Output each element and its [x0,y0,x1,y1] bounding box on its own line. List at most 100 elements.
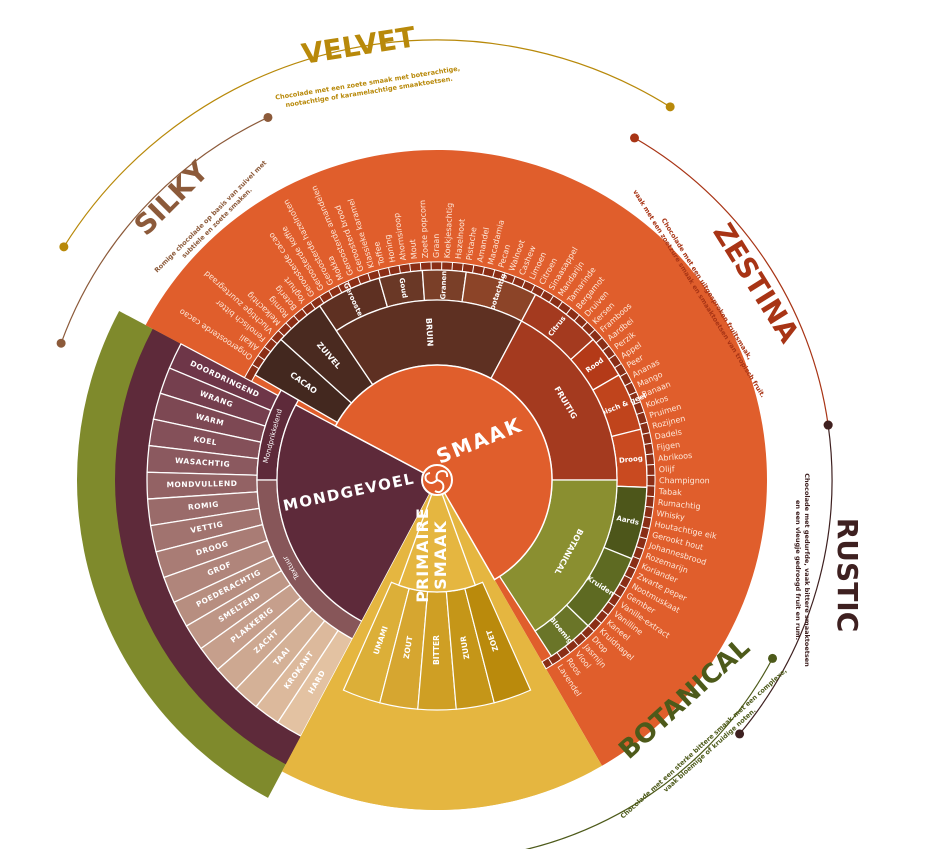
tick-mark [539,289,545,298]
tick-mark [643,516,652,519]
tick-mark [319,296,325,304]
tick-mark [639,421,648,425]
tick-mark [636,411,645,415]
profile-arc-endpoint [823,420,833,430]
profile-description: en een vleugje gedroogd fruit en rum. [794,500,802,640]
tick-mark [608,354,616,360]
flavor-label: Fijgen [656,440,681,452]
tick-mark [601,609,609,616]
tick-mark [619,372,628,378]
tick-mark [556,652,562,660]
tick-mark [511,276,516,285]
tick-mark [587,625,595,632]
tick-mark [451,262,454,271]
flavor-label: Champignon [659,476,710,485]
tick-mark [251,364,260,370]
tick-mark [388,267,391,276]
mondgevoel-item-label: KOEL [193,434,218,447]
tick-mark [594,617,602,624]
tick-mark [310,302,316,310]
tick-mark [409,263,412,272]
tick-mark [377,269,381,278]
tick-mark [645,453,654,456]
tick-mark [471,265,475,274]
flavor-label: Whisky [656,509,686,522]
flavor-label: Zoete popcorn [418,200,430,259]
tick-mark [580,632,587,640]
mondgevoel-item-label: MONDVULLEND [166,479,237,489]
tick-mark [357,276,362,285]
tick-mark [337,285,343,294]
tick-mark [557,301,563,309]
tick-mark [645,505,654,508]
tick-mark [641,526,650,529]
smaak-subcategory-label: Droog [619,454,644,464]
tick-mark [461,263,464,272]
primaire-item-label: ZUUR [458,635,471,660]
tick-mark [482,267,485,276]
flavor-label: Koekjesachtig [443,203,455,259]
smaak-subcategory-label: Granen [439,271,448,300]
tick-mark [367,273,371,282]
flavor-label: Abrikoos [658,451,693,463]
tick-mark [632,555,641,560]
mondgevoel-item-label: WASACHTIG [175,456,231,469]
tick-mark [398,265,401,274]
flavor-label: Mout [408,239,419,260]
tick-mark [564,645,571,653]
tick-mark [646,495,655,498]
tick-mark [595,337,603,344]
profile-arc-velvet [63,39,671,248]
profile-arc-endpoint [59,242,69,252]
tick-mark [565,307,572,315]
profile-arc-endpoint [56,338,66,348]
tick-mark [619,583,627,589]
profile-arc-endpoint [630,133,639,143]
profile-arc-endpoint [768,653,778,663]
flavor-label: Rumachtig [657,498,701,511]
tick-mark [293,315,300,323]
tick-mark [581,321,588,329]
profile-arc-endpoint [263,112,273,122]
tick-mark [588,329,596,336]
tick-mark [347,280,352,289]
tick-mark [632,401,641,406]
tick-mark [530,284,536,293]
smaak-category-label: BRUIN [424,318,434,347]
tick-mark [573,314,580,322]
primaire-item-label: BITTER [432,635,441,665]
tick-mark [547,657,553,666]
tick-mark [613,592,621,598]
tick-mark [502,272,506,281]
tick-mark [301,308,308,316]
tick-mark [607,601,615,607]
tick-mark [521,280,526,289]
tick-mark [419,262,422,271]
tick-mark [628,565,637,570]
tick-mark [641,432,650,435]
tick-mark [643,442,652,446]
primaire-item-label: ZOUT [402,635,415,660]
tick-mark [328,290,334,298]
tick-mark [639,536,648,540]
tick-mark [623,574,632,580]
tick-mark [257,355,265,361]
profile-arc-silky [60,116,269,344]
tick-mark [492,269,496,278]
profile-arc-rustic [739,424,833,735]
tick-mark [646,463,655,466]
flavor-label: Graan [432,234,441,258]
tick-mark [624,381,633,387]
primaire-core [397,478,477,593]
tick-mark [628,391,637,396]
profile-arc-endpoint [735,729,745,739]
mondgevoel-item-label: ROMIG [188,499,220,511]
profile-arc-zestina [634,137,829,426]
profile-arc-endpoint [665,102,675,112]
profile-arc-botanical [524,658,774,849]
smaak-subcategory-label: Goud [397,277,408,299]
tick-mark [270,338,278,345]
tick-mark [264,346,272,353]
profile-description: Chocolade met gedurfde, vaak bittere sma… [803,473,811,667]
